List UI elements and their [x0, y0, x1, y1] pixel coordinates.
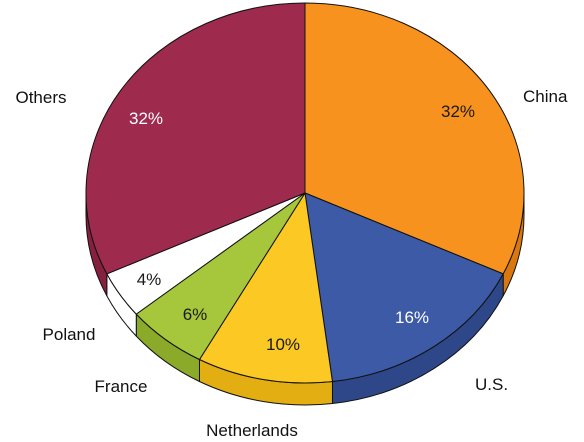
pie-slice-u-s- [304, 192, 504, 382]
slice-label-france: France [95, 377, 148, 396]
pie-slices [85, 2, 525, 384]
slice-label-others: Others [15, 88, 66, 107]
slice-percent-china: 32% [441, 102, 475, 121]
slice-label-u-s-: U.S. [475, 375, 508, 394]
pie-slice-others [85, 2, 306, 275]
slice-percent-u-s-: 16% [395, 308, 429, 327]
slice-label-netherlands: Netherlands [206, 421, 298, 440]
pie-slice-china [304, 2, 525, 275]
slice-percent-others: 32% [129, 109, 163, 128]
pie-sides [85, 192, 525, 406]
pie-labels: China 32% U.S. 16% Netherlands 10% France 6% Pol… [15, 87, 567, 440]
slice-percent-france: 6% [183, 305, 208, 324]
slice-label-poland: Poland [43, 325, 96, 344]
slice-percent-poland: 4% [137, 270, 162, 289]
pie-slice-netherlands [199, 192, 333, 384]
slice-percent-netherlands: 10% [266, 335, 300, 354]
slice-label-china: China [523, 87, 568, 106]
